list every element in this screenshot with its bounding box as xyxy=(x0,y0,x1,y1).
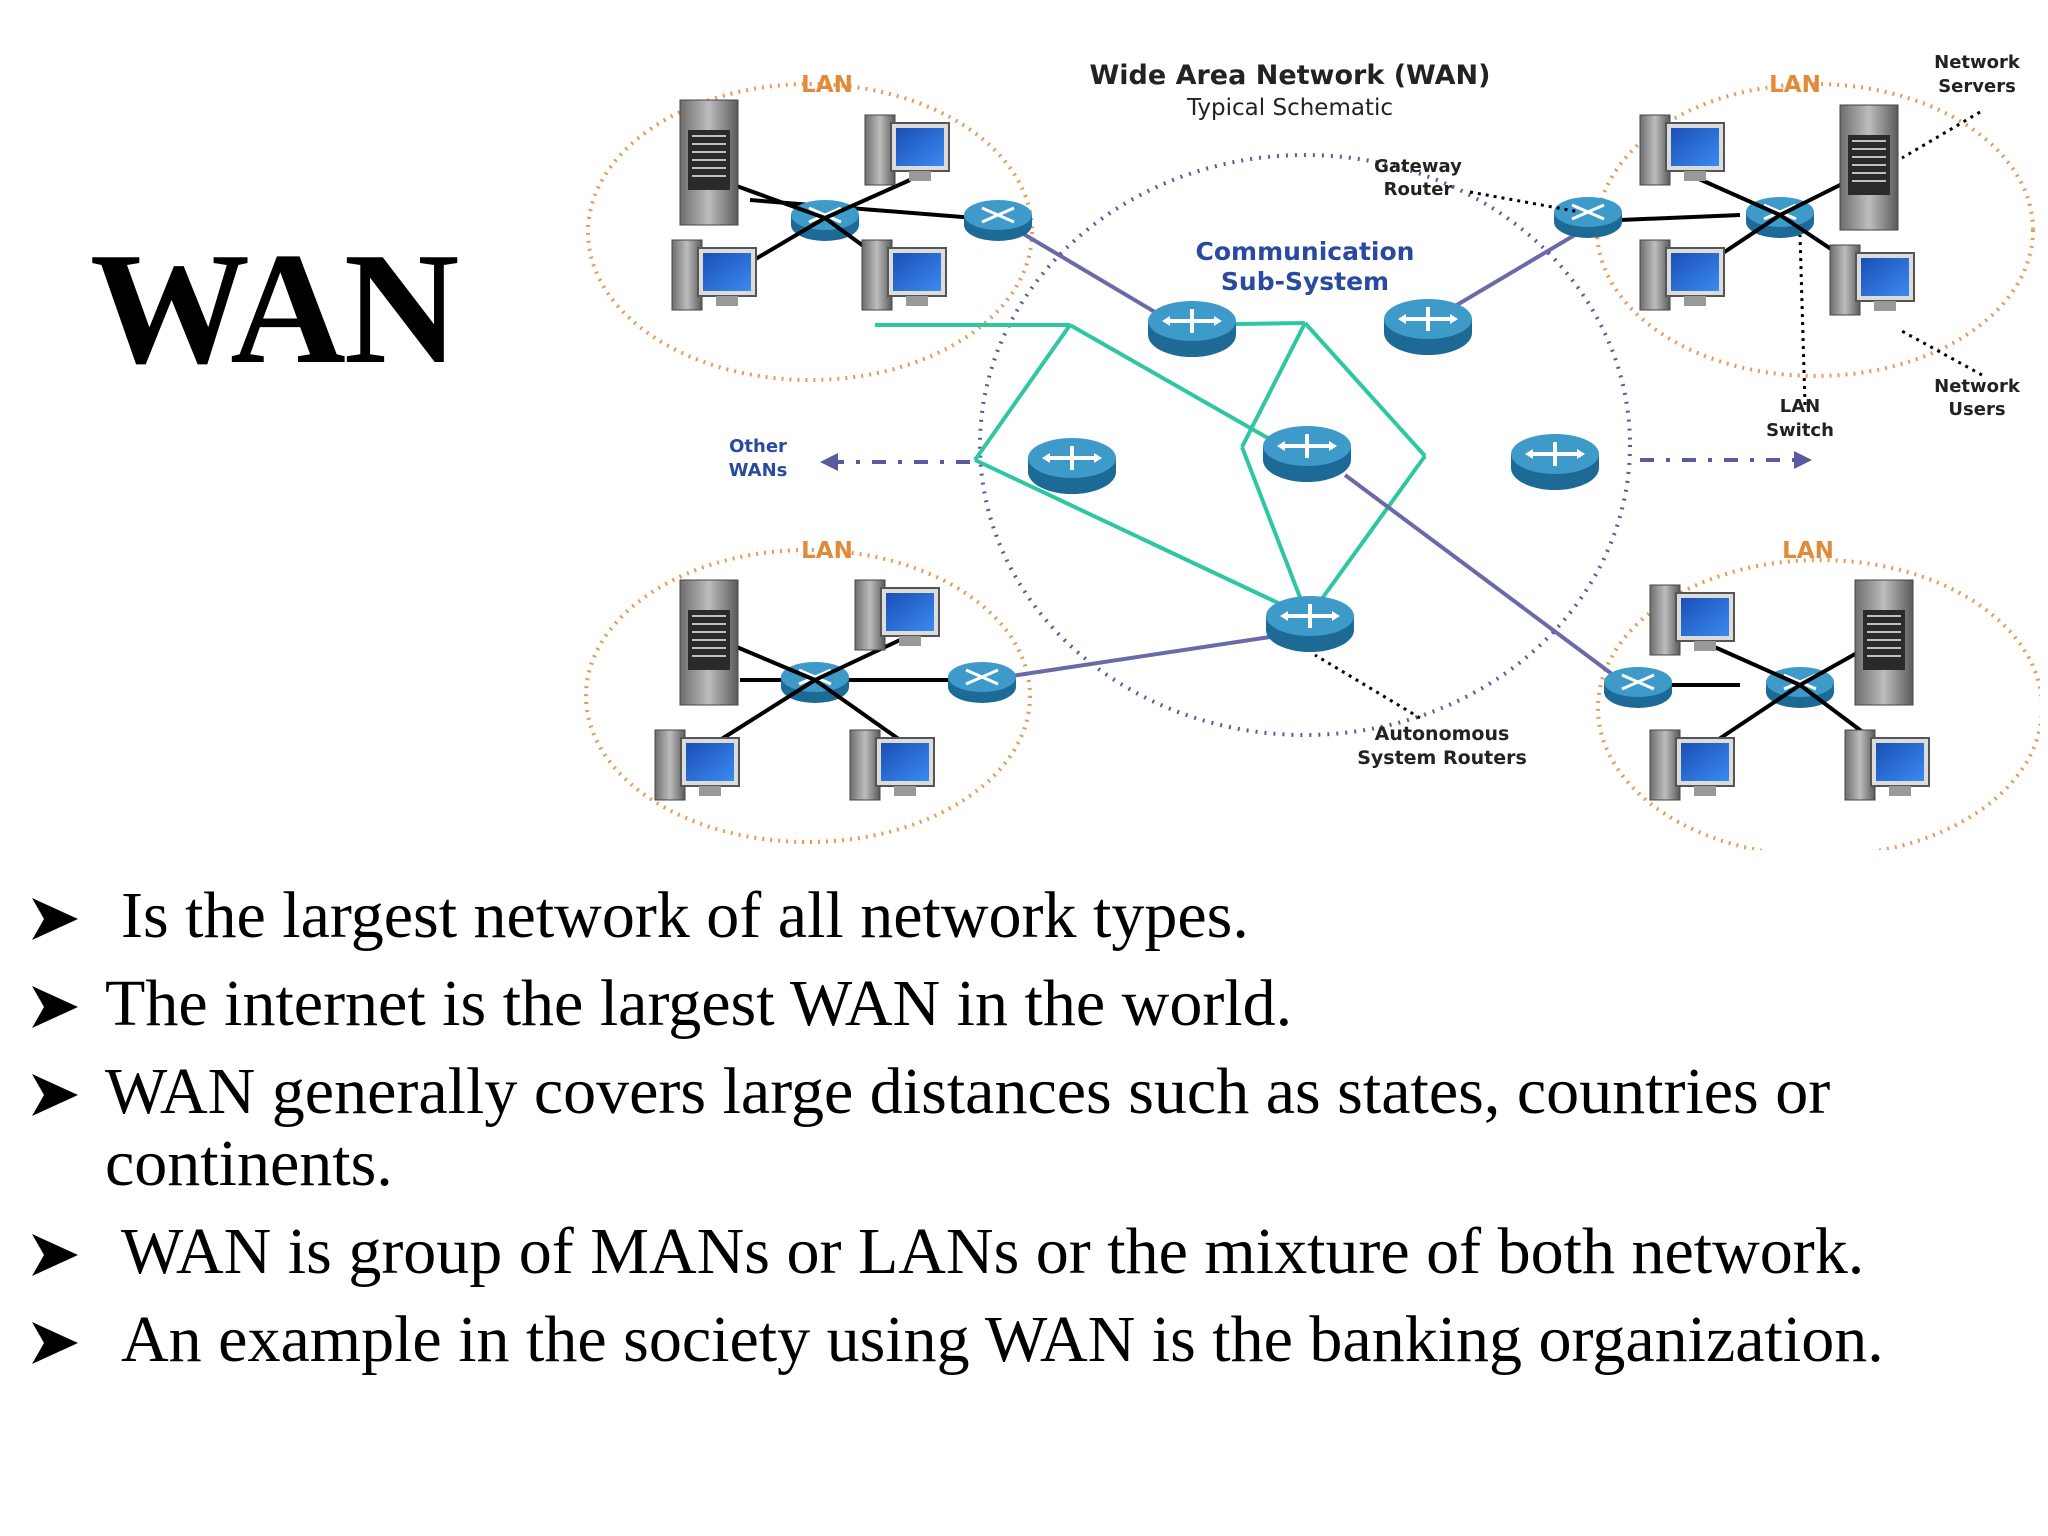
bullet-text: An example in the society using WAN is t… xyxy=(121,1303,1884,1376)
gateway-router-icon xyxy=(1602,665,1674,710)
users-label-line-1: Network xyxy=(1934,376,2021,397)
as-label-line-1: Autonomous xyxy=(1375,723,1510,745)
lan-label-top-right: LAN xyxy=(1769,72,1821,98)
pc-icon xyxy=(1649,729,1735,801)
gateway-router-icon xyxy=(946,660,1018,705)
diagram-title: Wide Area Network (WAN) xyxy=(1090,60,1491,91)
as-pointer xyxy=(1314,653,1421,720)
communication-subsystem-boundary xyxy=(978,153,1632,737)
gateway-router-icon xyxy=(1552,195,1624,240)
as-label-line-2: System Routers xyxy=(1357,747,1527,769)
gateway-router-icon xyxy=(962,198,1034,243)
slide-title: WAN xyxy=(90,219,459,397)
server-icon xyxy=(1854,579,1914,706)
router-icon xyxy=(1264,594,1356,654)
other-wan-links xyxy=(830,458,1800,464)
arrow-right-icon xyxy=(1794,451,1812,469)
pc-icon xyxy=(654,729,740,801)
gateway-label-line-1: Gateway xyxy=(1374,156,1462,177)
servers-label-line-2: Servers xyxy=(1938,76,2016,97)
switch-pointer xyxy=(1798,234,1807,406)
pc-icon xyxy=(1829,244,1915,316)
arrowhead-bullet-icon xyxy=(32,1322,78,1364)
arrowhead-bullet-icon xyxy=(32,1234,78,1276)
router-icon xyxy=(1509,432,1601,492)
bullet-text: WAN generally covers large distances suc… xyxy=(105,1055,1831,1200)
server-icon xyxy=(679,579,739,706)
bullet-item: An example in the society using WAN is t… xyxy=(30,1304,2020,1376)
router-icon xyxy=(1026,436,1118,496)
lan-circle-bottom-left xyxy=(584,548,1032,844)
pc-icon xyxy=(1639,239,1725,311)
server-icon xyxy=(1839,104,1899,231)
bullet-text: WAN is group of MANs or LANs or the mixt… xyxy=(121,1215,1865,1288)
bullet-list: Is the largest network of all network ty… xyxy=(30,880,2020,1392)
lan-label-bottom-left: LAN xyxy=(801,538,853,564)
arrowhead-bullet-icon xyxy=(32,1074,78,1116)
bullet-item: WAN is group of MANs or LANs or the mixt… xyxy=(30,1216,2020,1288)
switch-label-line-2: Switch xyxy=(1766,420,1834,441)
pc-icon xyxy=(861,239,947,311)
arrow-left-icon xyxy=(820,453,838,471)
lan-label-bottom-right: LAN xyxy=(1782,538,1834,564)
servers-pointer xyxy=(1901,110,1981,160)
servers-label-line-1: Network xyxy=(1934,52,2021,73)
lan-circle-top-left xyxy=(586,82,1034,382)
other-wans-label-line-1: Other xyxy=(729,436,787,457)
gateway-pointer xyxy=(1469,190,1581,214)
mesh-links xyxy=(875,321,1427,620)
router-icon xyxy=(1382,297,1474,357)
arrowhead-bullet-icon xyxy=(32,986,78,1028)
pc-icon xyxy=(1649,584,1735,656)
lan-label-top-left: LAN xyxy=(801,72,853,98)
router-icon xyxy=(1261,424,1353,484)
users-pointer xyxy=(1899,328,1983,377)
comm-label-line-2: Sub-System xyxy=(1221,267,1389,296)
bullet-text: The internet is the largest WAN in the w… xyxy=(105,967,1293,1040)
diagram-subtitle: Typical Schematic xyxy=(1186,95,1393,121)
bullet-item: WAN generally covers large distances suc… xyxy=(30,1056,2020,1200)
gateway-label-line-2: Router xyxy=(1384,179,1453,200)
lan-circle-bottom-right xyxy=(1596,558,2040,850)
bullet-item: The internet is the largest WAN in the w… xyxy=(30,968,2020,1040)
users-label-line-2: Users xyxy=(1948,399,2005,420)
server-icon xyxy=(679,99,739,226)
arrowhead-bullet-icon xyxy=(32,898,78,940)
comm-label-line-1: Communication xyxy=(1196,237,1415,266)
pc-icon xyxy=(1639,114,1725,186)
pc-icon xyxy=(1844,729,1930,801)
switch-label-line-1: LAN xyxy=(1780,396,1820,417)
other-wans-label-line-2: WANs xyxy=(729,460,788,481)
wan-schematic-diagram: Wide Area Network (WAN) Typical Schemati… xyxy=(584,52,2040,850)
bullet-item: Is the largest network of all network ty… xyxy=(30,880,2020,952)
bullet-text: Is the largest network of all network ty… xyxy=(121,879,1249,952)
router-icon xyxy=(1146,299,1238,359)
pc-icon xyxy=(849,729,935,801)
pc-icon xyxy=(864,114,950,186)
pc-icon xyxy=(671,239,757,311)
